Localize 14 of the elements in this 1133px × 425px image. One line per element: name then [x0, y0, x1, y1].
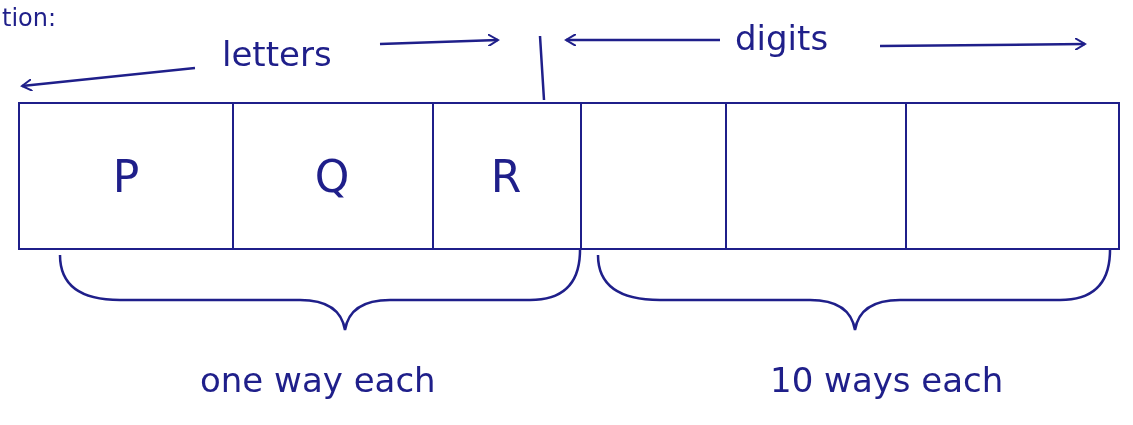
table-cell	[232, 102, 434, 250]
dimension-label: letters	[222, 34, 332, 74]
cell-letter: Q	[314, 150, 350, 202]
table-cell	[905, 102, 1120, 250]
table-cell	[432, 102, 582, 250]
dimension-label: digits	[735, 18, 829, 58]
brace-label: one way each	[200, 360, 436, 400]
table-cell	[18, 102, 234, 250]
cell-letter: R	[490, 150, 522, 202]
caption-text: tion:	[2, 4, 57, 32]
brace-label: 10 ways each	[770, 360, 1004, 400]
cell-letter: P	[112, 150, 140, 202]
table-cell	[725, 102, 907, 250]
table-cell	[580, 102, 727, 250]
